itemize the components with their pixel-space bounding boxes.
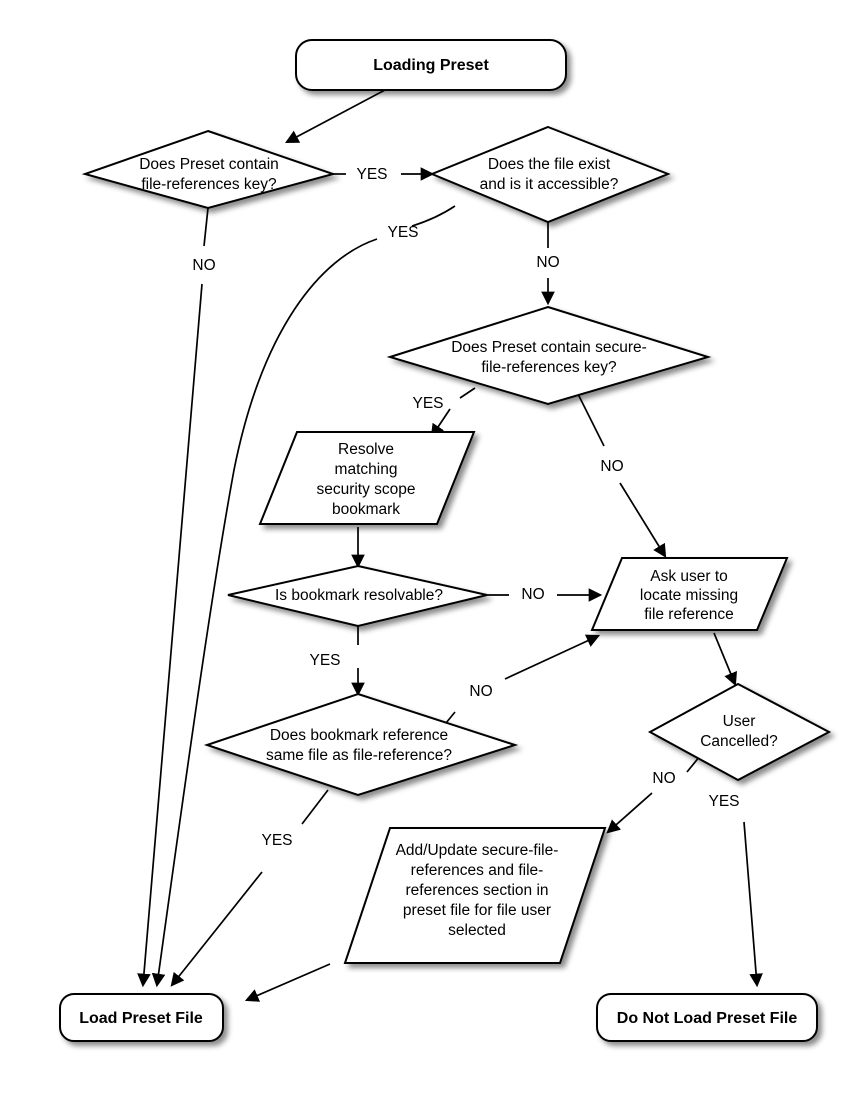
edge-has-file-refs-no-to-load-preset [203,207,209,247]
node-label-ask-user-line2: locate missing [640,587,738,604]
node-label-resolve-line3: security scope [316,481,415,498]
node-load-preset-file[interactable]: Load Preset File [59,993,224,1042]
edge-secure-refs-no-tail [619,482,667,558]
node-has-file-references-key[interactable]: Does Preset contain file-references key? [81,129,337,210]
io-shape-ask-user [590,557,789,631]
node-label-secure-refs-line1: Does Preset contain secure- [451,339,647,356]
edge-start-to-has-file-refs [284,89,386,144]
edge-label-no-same-file: NO [469,683,492,700]
terminator-shape-load-preset [59,993,224,1042]
node-label-load-preset-file: Load Preset File [79,1010,203,1027]
edge-user-cancelled-no-tail [606,792,653,834]
node-label-ask-user-line3: file reference [644,606,734,623]
io-shape-add-update [343,827,607,964]
node-do-not-load-preset-file[interactable]: Do Not Load Preset File [596,993,818,1042]
node-is-bookmark-resolvable[interactable]: Is bookmark resolvable? [227,564,488,628]
edge-label-yes-same-file: YES [261,832,292,849]
node-label-add-update-line4: preset file for file user [403,902,551,919]
node-label-has-file-refs-line1: Does Preset contain [139,156,279,173]
decision-shape-user-cancelled [647,682,832,782]
node-label-resolve-line2: matching [335,461,398,478]
edge-label-yes-file-exists: YES [387,224,418,241]
edge-user-cancelled-yes-tail [743,821,763,988]
edge-same-file-yes [301,789,329,825]
node-label-do-not-load-preset-file: Do Not Load Preset File [617,1010,798,1027]
node-label-add-update-line2: references and file- [411,862,544,879]
node-has-secure-file-references-key[interactable]: Does Preset contain secure- file-referen… [386,305,712,406]
edge-label-no-secure-refs: NO [600,458,623,475]
node-label-resolve-line4: bookmark [332,501,400,518]
node-loading-preset[interactable]: Loading Preset [295,39,567,91]
node-add-update-references[interactable]: Add/Update secure-file- references and f… [343,827,607,964]
edge-label-yes-bookmark-resolvable: YES [309,652,340,669]
node-user-cancelled[interactable]: User Cancelled? [647,682,832,782]
node-label-add-update-line5: selected [448,922,506,939]
edge-label-yes-secure-refs: YES [412,395,443,412]
edge-same-file-yes-tail [170,871,263,987]
terminator-shape-do-not-load [596,993,818,1042]
edge-label-no-bookmark-resolvable: NO [521,586,544,603]
io-shape-resolve-bookmark [258,431,476,525]
node-label-ask-user-line1: Ask user to [650,568,728,585]
edge-add-update-to-load-preset [244,963,331,1002]
decision-shape-has-file-refs [81,129,337,210]
node-file-exists-accessible[interactable]: Does the file exist and is it accessible… [429,125,671,224]
edge-label-yes-file-refs: YES [356,166,387,183]
decision-shape-bookmark-resolvable [227,564,488,628]
node-label-add-update-line3: references section in [405,882,548,899]
node-label-file-exists-line2: and is it accessible? [480,176,619,193]
edge-file-exists-yes-tail [151,238,378,988]
node-label-add-update-line1: Add/Update secure-file- [396,842,559,859]
decision-shape-same-file [203,692,519,797]
terminator-shape-start [295,39,567,91]
node-label-user-cancelled-line1: User [723,713,756,730]
edge-has-file-refs-no-tail [137,283,203,988]
edge-ask-user-to-user-cancelled [713,632,737,687]
node-ask-user-locate-file[interactable]: Ask user to locate missing file referenc… [590,557,789,631]
node-label-has-file-refs-line2: file-references key? [141,176,277,193]
node-label-user-cancelled-line2: Cancelled? [700,733,778,750]
node-label-bookmark-resolvable: Is bookmark resolvable? [275,587,443,604]
node-resolve-security-scope-bookmark[interactable]: Resolve matching security scope bookmark [258,431,476,525]
node-label-file-exists-line1: Does the file exist [488,156,611,173]
edge-same-file-no-tail [504,634,601,680]
edge-label-yes-user-cancelled: YES [708,793,739,810]
edge-label-no-file-exists: NO [536,254,559,271]
decision-shape-file-exists [429,125,671,224]
edge-file-exists-yes-to-load-preset [411,205,456,227]
edge-secure-refs-no-to-ask-user [574,387,605,447]
node-label-secure-refs-line2: file-references key? [481,359,617,376]
edge-label-no-user-cancelled: NO [652,770,675,787]
node-label-loading-preset: Loading Preset [373,57,489,74]
node-label-same-file-line1: Does bookmark reference [270,727,448,744]
node-label-same-file-line2: same file as file-reference? [266,747,452,764]
edge-label-no-file-refs: NO [192,257,215,274]
edge-secure-refs-yes-to-resolve [459,387,476,399]
node-label-resolve-line1: Resolve [338,441,394,458]
decision-shape-secure-refs [386,305,712,406]
node-bookmark-same-file[interactable]: Does bookmark reference same file as fil… [203,692,519,797]
